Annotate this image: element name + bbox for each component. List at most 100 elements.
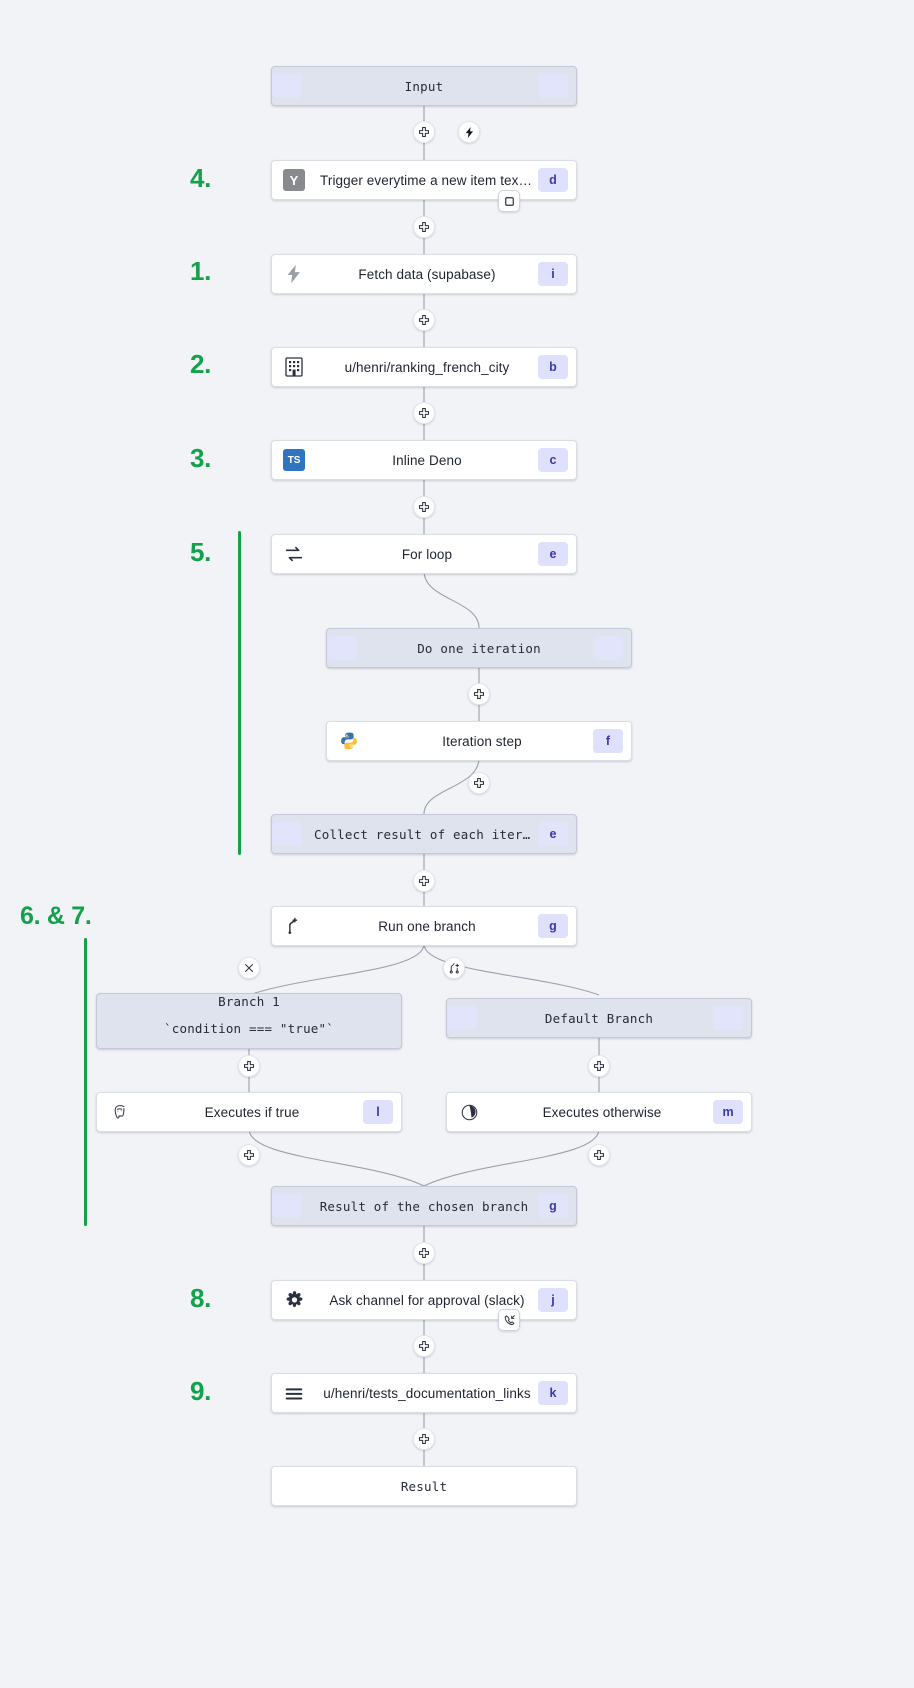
stop-square-icon-button[interactable]: [498, 190, 520, 212]
node-tests-documentation-links-label: u/henri/tests_documentation_links: [323, 1385, 531, 1401]
node-run-one-branch-badge: g: [538, 914, 568, 938]
node-executes-otherwise-label: Executes otherwise: [542, 1104, 662, 1120]
close-icon: [245, 964, 253, 972]
badge-spacer: [272, 1194, 302, 1218]
badge-spacer: [272, 1474, 302, 1498]
node-ranking-french-city-badge: b: [538, 355, 568, 379]
node-executes-otherwise[interactable]: Executes otherwise m: [446, 1092, 752, 1132]
add-step-button-fetch-ranking[interactable]: [413, 309, 435, 331]
node-inline-deno-badge: c: [538, 448, 568, 472]
add-branch-icon: [449, 962, 459, 974]
add-step-button-default-exec[interactable]: [588, 1055, 610, 1077]
node-do-one-iteration[interactable]: Do one iteration: [326, 628, 632, 668]
add-step-button-tests-result[interactable]: [413, 1428, 435, 1450]
add-step-button-input-trigger[interactable]: [413, 121, 435, 143]
branch-icon: [272, 907, 316, 945]
node-input[interactable]: Input: [271, 66, 577, 106]
step-number-5: 5.: [190, 537, 212, 567]
node-do-one-iteration-label: Do one iteration: [417, 640, 541, 656]
badge-spacer: [538, 74, 568, 98]
node-trigger[interactable]: Y Trigger everytime a new item text o… d: [271, 160, 577, 200]
node-branch-1-condition: `condition === "true"`: [164, 1021, 334, 1036]
add-step-button-ranking-deno[interactable]: [413, 402, 435, 424]
add-step-button-chosen-approval[interactable]: [413, 1242, 435, 1264]
node-executes-if-true[interactable]: Executes if true l: [96, 1092, 402, 1132]
add-step-button-deno-forloop[interactable]: [413, 496, 435, 518]
loop-scope-rule: [238, 531, 241, 855]
trigger-lightning-button[interactable]: [458, 121, 480, 143]
remove-branch-button[interactable]: [238, 957, 260, 979]
badge-spacer: [272, 822, 302, 846]
loop-icon: [272, 535, 316, 573]
add-step-button-branch1-exec[interactable]: [238, 1055, 260, 1077]
node-result-label: Result: [400, 1478, 448, 1494]
node-ask-approval-badge: j: [538, 1288, 568, 1312]
branch-scope-rule: [84, 938, 87, 1226]
node-iteration-step-badge: f: [593, 729, 623, 753]
plus-icon: [418, 875, 430, 887]
node-fetch-data-label: Fetch data (supabase): [358, 266, 496, 282]
node-ranking-french-city-label: u/henri/ranking_french_city: [344, 359, 510, 375]
step-number-3: 3.: [190, 443, 212, 473]
node-branch-1-label: Branch 1: [218, 994, 280, 1009]
bolt-icon: [272, 255, 316, 293]
step-number-1: 1.: [190, 256, 212, 286]
node-ranking-french-city[interactable]: u/henri/ranking_french_city b: [271, 347, 577, 387]
node-default-branch[interactable]: Default Branch: [446, 998, 752, 1038]
node-iteration-step[interactable]: Iteration step f: [326, 721, 632, 761]
node-ask-approval[interactable]: Ask channel for approval (slack) j: [271, 1280, 577, 1320]
node-ask-approval-label: Ask channel for approval (slack): [329, 1292, 525, 1308]
plus-icon: [418, 407, 430, 419]
plus-icon: [418, 1433, 430, 1445]
plus-icon: [418, 314, 430, 326]
step-number-2: 2.: [190, 349, 212, 379]
step-number-9: 9.: [190, 1376, 212, 1406]
node-collect-result-badge: e: [538, 822, 568, 846]
add-step-button-iteration-collect[interactable]: [468, 772, 490, 794]
yaml-icon: Y: [272, 161, 316, 199]
menu-icon: [272, 1374, 316, 1412]
node-result[interactable]: Result: [271, 1466, 577, 1506]
add-branch-button[interactable]: [443, 957, 465, 979]
node-run-one-branch-label: Run one branch: [378, 918, 476, 934]
node-tests-documentation-links[interactable]: u/henri/tests_documentation_links k: [271, 1373, 577, 1413]
plus-icon: [418, 126, 430, 138]
plus-icon: [418, 501, 430, 513]
node-tests-documentation-links-badge: k: [538, 1381, 568, 1405]
add-step-button-exec-true-result[interactable]: [238, 1144, 260, 1166]
lightning-icon: [465, 126, 473, 138]
add-step-button-exec-other-result[interactable]: [588, 1144, 610, 1166]
plus-icon: [473, 777, 485, 789]
node-chosen-branch-result[interactable]: Result of the chosen branch g: [271, 1186, 577, 1226]
node-input-label: Input: [404, 78, 444, 94]
plus-icon: [418, 221, 430, 233]
node-chosen-branch-result-badge: g: [538, 1194, 568, 1218]
badge-spacer: [593, 636, 623, 660]
step-number-6-7: 6. & 7.: [20, 902, 92, 930]
node-iteration-step-label: Iteration step: [442, 733, 522, 749]
node-branch-1[interactable]: Branch 1 `condition === "true"`: [96, 993, 402, 1049]
add-step-button-collect-branch[interactable]: [413, 870, 435, 892]
python-icon: [327, 722, 371, 760]
plus-icon: [593, 1060, 605, 1072]
node-fetch-data[interactable]: Fetch data (supabase) i: [271, 254, 577, 294]
badge-spacer: [447, 1006, 477, 1030]
plus-icon: [473, 688, 485, 700]
node-run-one-branch[interactable]: Run one branch g: [271, 906, 577, 946]
phone-callback-icon-button[interactable]: [498, 1309, 520, 1331]
stop-square-icon: [504, 196, 514, 206]
node-chosen-branch-result-label: Result of the chosen branch: [319, 1198, 529, 1214]
node-collect-result[interactable]: Collect result of each iteration e: [271, 814, 577, 854]
plus-icon: [418, 1340, 430, 1352]
node-for-loop-badge: e: [538, 542, 568, 566]
node-for-loop[interactable]: For loop e: [271, 534, 577, 574]
badge-spacer: [272, 74, 302, 98]
node-inline-deno[interactable]: TS Inline Deno c: [271, 440, 577, 480]
node-executes-otherwise-badge: m: [713, 1100, 743, 1124]
add-step-button-iteration[interactable]: [468, 683, 490, 705]
add-step-button-trigger-fetch[interactable]: [413, 216, 435, 238]
building-icon: [272, 348, 316, 386]
add-step-button-approval-tests[interactable]: [413, 1335, 435, 1357]
plus-icon: [418, 1247, 430, 1259]
